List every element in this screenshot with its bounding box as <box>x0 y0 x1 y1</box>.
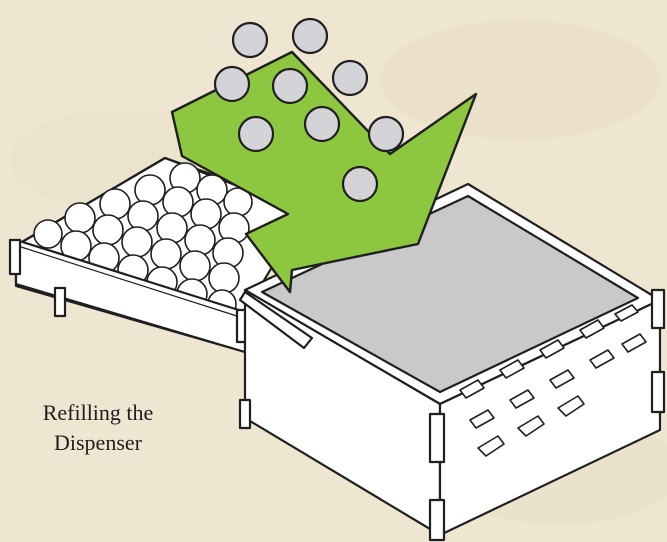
ball-icon <box>233 23 267 57</box>
ball-icon <box>215 67 249 101</box>
ball-icon <box>273 69 307 103</box>
ball-icon <box>343 167 377 201</box>
ball-icon <box>369 117 403 151</box>
ball-icon <box>305 107 339 141</box>
ball-icon <box>293 19 327 53</box>
caption: Refilling the Dispenser <box>18 398 178 458</box>
ball-icon <box>333 61 367 95</box>
ball-icon <box>239 117 273 151</box>
caption-line-2: Dispenser <box>18 428 178 458</box>
caption-line-1: Refilling the <box>18 398 178 428</box>
